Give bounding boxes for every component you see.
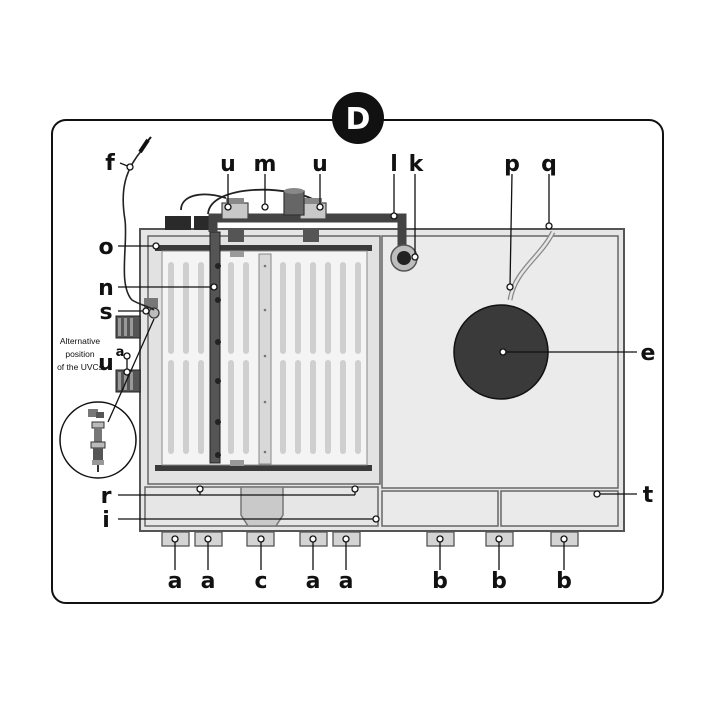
- label-f: f: [105, 151, 115, 176]
- label-q: q: [541, 152, 557, 177]
- alt-uvc-inset: [59, 401, 137, 479]
- label-e: e: [641, 341, 656, 366]
- badge: D: [332, 92, 384, 144]
- label-m: m: [254, 152, 277, 177]
- label-p: p: [504, 152, 520, 177]
- pump: [283, 188, 305, 216]
- label-u-right: u: [312, 152, 328, 177]
- label-r: r: [101, 484, 112, 509]
- label-u-left: u: [220, 152, 236, 177]
- label-a-4: a: [339, 569, 354, 594]
- label-ua-superscript: a: [116, 345, 125, 360]
- label-s: s: [99, 300, 112, 325]
- label-b-2: b: [491, 569, 507, 594]
- label-a-1: a: [168, 569, 183, 594]
- label-n: n: [98, 276, 114, 301]
- label-i: i: [102, 508, 110, 533]
- top-pipework: [165, 188, 418, 272]
- badge-letter: D: [346, 102, 371, 137]
- alt-note-line3: of the UVCs: [57, 362, 103, 372]
- label-o: o: [98, 235, 113, 260]
- label-t: t: [643, 483, 654, 508]
- label-a-2: a: [201, 569, 216, 594]
- label-ua: u: [98, 351, 114, 376]
- label-b-3: b: [556, 569, 572, 594]
- drum-filter: [155, 245, 372, 471]
- bottom-ports: [161, 531, 579, 547]
- label-a-3: a: [306, 569, 321, 594]
- label-k: k: [409, 152, 425, 177]
- label-l: l: [390, 152, 398, 177]
- label-c: c: [254, 569, 267, 594]
- callout-dots: [123, 163, 601, 543]
- sensor-probe: [138, 136, 152, 154]
- alt-note-line1: Alternative: [60, 336, 100, 346]
- leader-lines: [107, 162, 637, 570]
- label-b-1: b: [432, 569, 448, 594]
- spray-bar: [209, 231, 221, 464]
- alt-note-line2: position: [65, 349, 95, 359]
